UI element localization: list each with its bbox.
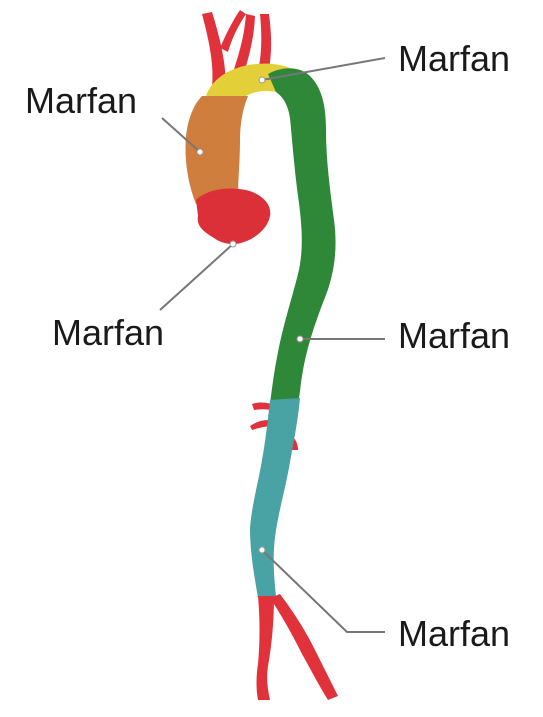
left-iliac-branch [257,596,275,700]
leader-line-middle-left [160,244,233,310]
leader-dot-middle-left [230,241,236,247]
leader-dot-middle-right [297,336,303,342]
right-iliac-branch [270,594,338,700]
label-top-left: Marfan [25,80,137,121]
aortic-root-segment [196,188,270,244]
label-middle-right: Marfan [398,315,510,356]
leader-dot-bottom-right [259,547,265,553]
leader-line-bottom-right [262,550,385,632]
leader-dot-top-left [197,149,203,155]
label-middle-left: Marfan [52,312,164,353]
leader-dot-top-right [259,77,265,83]
label-bottom-right: Marfan [398,613,510,654]
label-top-right: Marfan [398,38,510,79]
ascending-aorta-segment [185,96,248,204]
intercostal-branch-upper [252,403,272,411]
descending-aorta-segment [268,68,336,404]
